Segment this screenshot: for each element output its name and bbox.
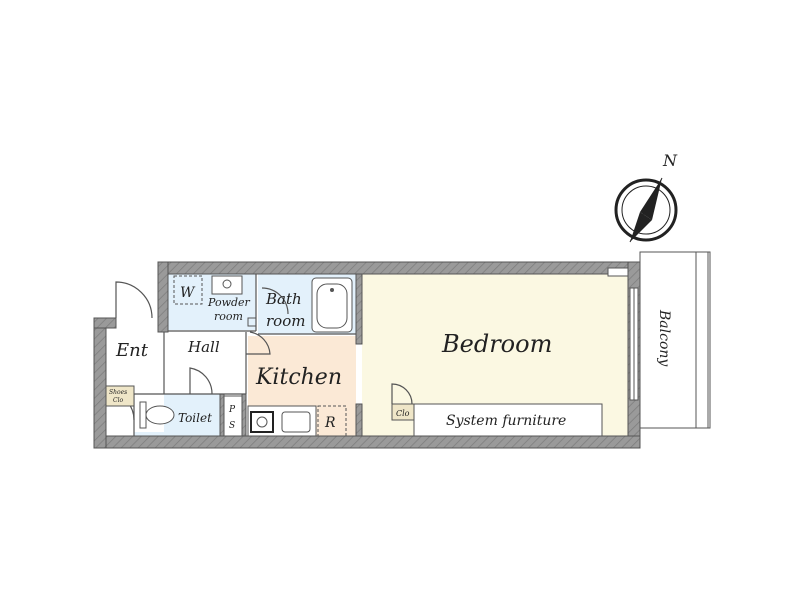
side-window xyxy=(607,267,629,277)
pipe-space xyxy=(223,395,243,437)
shoes-closet-label-line1: Shoes xyxy=(109,389,127,396)
hall-door xyxy=(189,367,213,395)
hall-floor xyxy=(168,332,246,394)
sink-drain-icon xyxy=(222,279,232,289)
bathtub-inner xyxy=(316,283,348,329)
stove-icon xyxy=(250,411,274,433)
pipe-space-label-line1: P xyxy=(228,405,236,415)
bathroom-label-line2: room xyxy=(266,312,305,330)
toilet-label: Toilet xyxy=(178,411,212,425)
closet-label: Clo xyxy=(396,409,410,418)
kitchen-label: Kitchen xyxy=(255,365,342,390)
balcony-label: Balcony xyxy=(656,309,672,367)
powder-room-label-line1: Powder xyxy=(207,296,251,309)
stove-burner-icon xyxy=(256,416,268,428)
bedroom-label: Bedroom xyxy=(441,330,552,358)
washer-space xyxy=(173,275,203,305)
system-furniture-label: System furniture xyxy=(446,413,566,429)
toilet-tank xyxy=(139,401,147,429)
shoes-closet xyxy=(105,385,135,407)
pipe-space-label-line2: S xyxy=(229,421,235,431)
shoes-closet-label-line2: Clo xyxy=(113,397,124,404)
compass: N xyxy=(614,151,678,243)
kitchen-door xyxy=(246,331,271,355)
toilet-bowl-icon xyxy=(145,405,175,425)
entrance-door xyxy=(115,281,153,319)
powder-room-label-line2: room xyxy=(214,310,243,323)
refrigerator-label: R xyxy=(324,415,336,431)
bathroom-door xyxy=(261,287,289,315)
bathroom-label-line1: Bath xyxy=(265,290,302,308)
kitchen-sink-icon xyxy=(281,411,311,433)
hall-label: Hall xyxy=(187,338,220,356)
washer-label: W xyxy=(180,285,196,301)
balcony-rail xyxy=(695,251,709,429)
refrigerator-space xyxy=(317,405,347,437)
duct-marker xyxy=(247,317,257,327)
system-furniture xyxy=(413,403,603,437)
compass-north-label: N xyxy=(662,151,678,170)
bathtub xyxy=(311,277,353,333)
entrance-label: Ent xyxy=(115,340,149,361)
bathtub-drain-icon xyxy=(330,288,334,292)
powder-sink xyxy=(211,275,243,295)
closet-door xyxy=(391,383,413,405)
